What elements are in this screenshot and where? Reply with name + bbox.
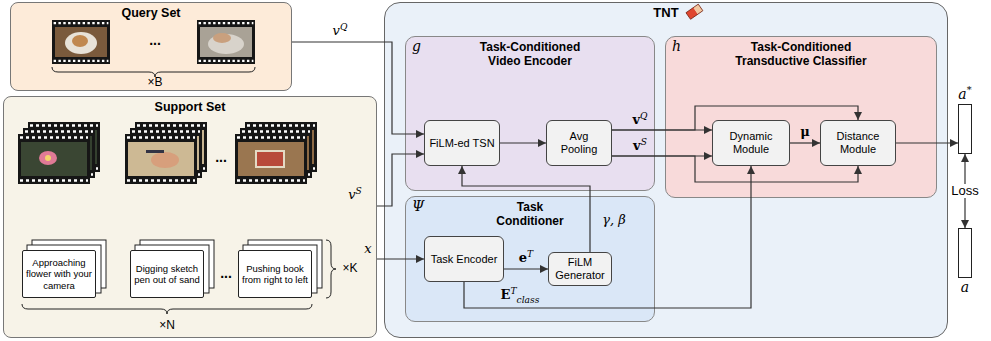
math-part: a	[958, 86, 966, 102]
edge-label: Loss	[949, 184, 980, 199]
ellipsis: ...	[149, 33, 161, 48]
edge-label: vS	[631, 137, 649, 154]
box-label: Dynamic Module	[713, 130, 789, 156]
math-part: Q	[340, 22, 347, 32]
math-part: v	[333, 24, 340, 39]
card-text: Approaching flower with your camera	[23, 257, 95, 291]
edge-label: x	[362, 242, 373, 257]
label-card: Approaching flower with your camera	[22, 250, 96, 298]
function-symbol: Ψ	[412, 199, 424, 214]
group-heading: Task-Conditioned Video Encoder	[465, 41, 595, 69]
math-part: μ	[800, 124, 810, 139]
math-part: v	[348, 188, 355, 203]
function-symbol: g	[412, 39, 421, 54]
target-vector: a	[958, 228, 972, 278]
box-label: FiLM-ed TSN	[426, 137, 497, 150]
card-text: Pushing book from right to left	[239, 263, 311, 285]
function-symbol: h	[672, 39, 681, 54]
edge-label: ETclass	[499, 286, 542, 305]
box-label: Avg Pooling	[547, 130, 611, 156]
math-part: T	[511, 286, 517, 296]
process-box: Distance Module	[820, 120, 896, 166]
process-box: Avg Pooling	[546, 120, 612, 166]
ellipsis: ...	[215, 150, 227, 165]
output-vector: a*	[958, 104, 972, 154]
math-part: v	[632, 113, 640, 128]
math-part: S	[356, 186, 362, 196]
group-heading: Task Conditioner	[485, 201, 575, 229]
panel-heading: Support Set	[4, 100, 376, 114]
label-card: Pushing book from right to left	[238, 250, 312, 298]
math-part: γ, β	[602, 212, 626, 227]
panel-heading: Query Set	[11, 6, 291, 20]
edge-label: eT	[517, 249, 535, 266]
multiplicity-label: ×N	[159, 319, 175, 332]
math-part: v	[633, 139, 641, 154]
math-part: e	[519, 251, 527, 266]
math-part: E	[501, 288, 511, 303]
edge-label: vS	[346, 186, 364, 203]
box-label: FiLM Generator	[549, 256, 611, 282]
classifier-group: h Task-Conditioned Transductive Classifie…	[665, 36, 937, 198]
math-part: Q	[640, 111, 647, 121]
process-box: Task Encoder	[424, 236, 504, 282]
math-part: class	[517, 295, 540, 305]
box-label: Task Encoder	[428, 253, 501, 266]
math-part: x	[364, 241, 371, 256]
process-box: Dynamic Module	[712, 120, 790, 166]
multiplicity-label: ×B	[147, 76, 162, 89]
process-box: FiLM Generator	[548, 252, 612, 286]
ellipsis: ...	[220, 266, 232, 281]
edge-label: vQ	[630, 111, 649, 128]
panel-heading: TNT	[385, 6, 947, 21]
math-part: S	[641, 137, 647, 147]
edge-label: γ, β	[600, 213, 628, 228]
math-part: T	[527, 249, 533, 259]
encoder-group: g Task-Conditioned Video EncoderFiLM-ed T…	[405, 36, 655, 191]
model-panel: TNT g Task-Conditioned Video EncoderFiLM-e…	[384, 2, 948, 338]
box-label: Distance Module	[821, 130, 895, 156]
edge-label: μ	[798, 125, 812, 140]
process-box: FiLM-ed TSN	[424, 120, 500, 166]
label-card: Digging sketch pen out of sand	[130, 250, 204, 298]
vector-label: a*	[958, 85, 971, 102]
group-heading: Task-Conditioned Transductive Classifier	[726, 41, 876, 69]
edge-label: vQ	[331, 22, 350, 39]
card-text: Digging sketch pen out of sand	[131, 263, 203, 285]
vector-label: a	[961, 280, 969, 295]
math-part: *	[967, 84, 972, 95]
math-part: a	[961, 279, 969, 295]
support-set-panel: Support SetApproaching flower with your …	[3, 96, 377, 338]
multiplicity-label: ×K	[342, 262, 357, 275]
